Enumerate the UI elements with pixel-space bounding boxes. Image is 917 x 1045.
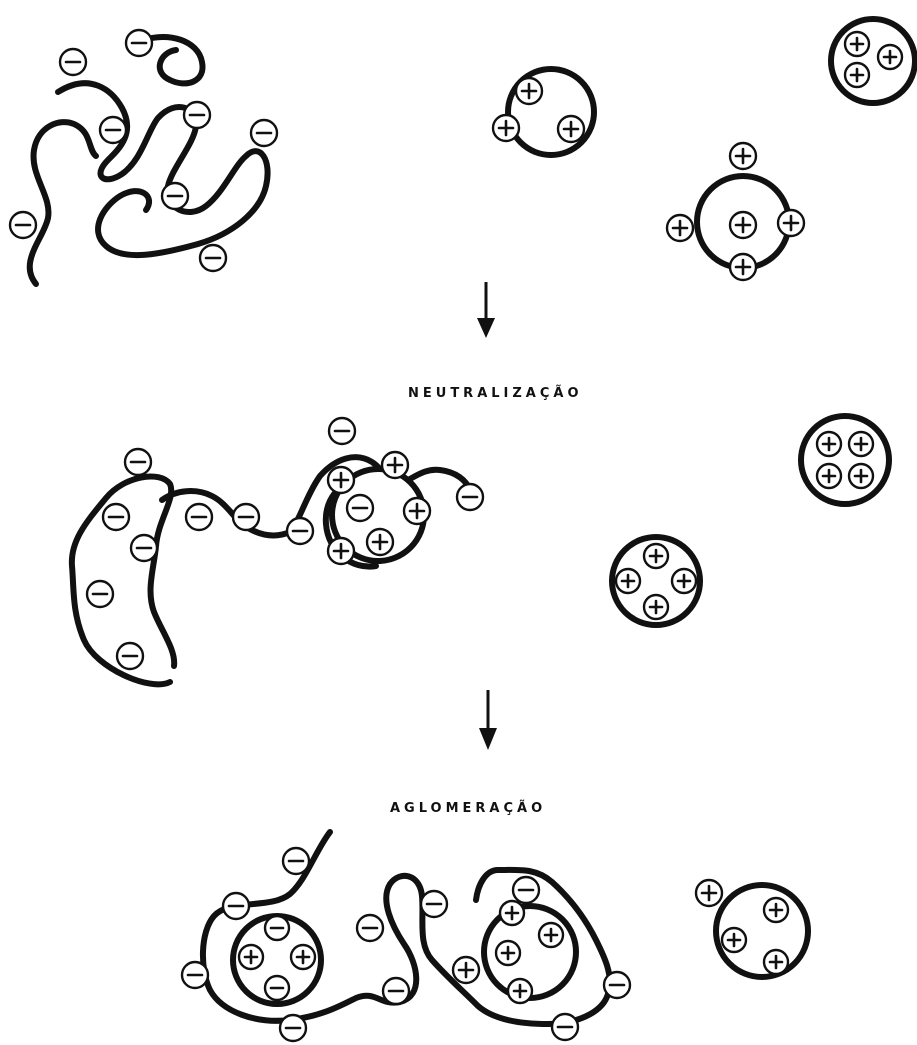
charge-positive	[778, 210, 804, 236]
stage-label-neutralizacao: NEUTRALIZAÇÃO	[408, 386, 583, 401]
charge-positive	[367, 529, 393, 555]
charge-positive	[516, 78, 542, 104]
charge-positive	[644, 595, 668, 619]
charge-negative	[383, 978, 409, 1004]
charge-negative	[184, 102, 210, 128]
charge-negative	[223, 893, 249, 919]
charge-positive	[496, 941, 520, 965]
charge-positive	[730, 254, 756, 280]
stage-neutralizacao	[72, 416, 889, 684]
charge-positive	[722, 928, 746, 952]
charge-positive	[644, 544, 668, 568]
charge-positive	[817, 432, 841, 456]
charge-negative	[103, 504, 129, 530]
charge-negative	[131, 535, 157, 561]
charge-positive	[453, 957, 479, 983]
charge-negative	[265, 976, 289, 1000]
charge-positive	[696, 880, 722, 906]
charge-negative	[347, 495, 373, 521]
charge-positive	[730, 212, 756, 238]
charge-negative	[182, 962, 208, 988]
charge-negative	[126, 30, 152, 56]
charge-negative	[251, 120, 277, 146]
stage-aglomeracao	[182, 832, 808, 1041]
process-arrow-2	[479, 690, 497, 750]
charge-positive	[382, 452, 408, 478]
charge-negative	[552, 1014, 578, 1040]
charge-negative	[265, 916, 289, 940]
charge-negative	[280, 1015, 306, 1041]
charge-positive	[239, 945, 263, 969]
charge-positive	[845, 32, 869, 56]
colloid-particle-d	[328, 452, 430, 564]
stage-initial	[10, 19, 915, 284]
charge-positive	[328, 538, 354, 564]
charge-positive	[878, 45, 902, 69]
colloid-particle-h	[484, 901, 576, 1003]
charge-positive	[849, 464, 873, 488]
colloid-particle-a	[493, 69, 594, 155]
charge-negative	[10, 212, 36, 238]
charge-positive	[493, 115, 519, 141]
charge-negative	[87, 581, 113, 607]
colloid-particle-g	[233, 916, 321, 1004]
charge-positive	[558, 116, 584, 142]
charge-positive	[508, 979, 532, 1003]
charge-positive	[667, 215, 693, 241]
charge-negative	[200, 245, 226, 271]
charge-positive	[404, 498, 430, 524]
charge-positive	[730, 143, 756, 169]
charge-positive	[845, 63, 869, 87]
charge-negative	[357, 915, 383, 941]
charge-positive	[539, 923, 563, 947]
colloid-particle-c	[667, 143, 804, 280]
charge-negative	[457, 484, 483, 510]
charge-negative	[162, 183, 188, 209]
charge-positive	[764, 898, 788, 922]
charge-negative	[287, 518, 313, 544]
charge-negative	[283, 848, 309, 874]
charge-negative	[604, 972, 630, 998]
charge-negative	[421, 891, 447, 917]
charge-negative	[329, 418, 355, 444]
charge-negative	[186, 504, 212, 530]
colloid-particle-b	[831, 19, 915, 103]
colloid-particle-f	[612, 537, 700, 625]
charge-positive	[291, 945, 315, 969]
charge-negative	[125, 449, 151, 475]
charge-positive	[616, 569, 640, 593]
charge-negative	[100, 117, 126, 143]
process-arrow-1	[477, 282, 495, 338]
charge-positive	[817, 464, 841, 488]
polymer-chain-1	[30, 37, 268, 284]
charge-positive	[764, 950, 788, 974]
colloid-particle-i	[696, 880, 808, 977]
charge-negative	[60, 49, 86, 75]
charge-negative	[233, 504, 259, 530]
charge-negative	[117, 643, 143, 669]
charge-positive	[500, 901, 524, 925]
charge-positive	[849, 432, 873, 456]
charge-positive	[672, 569, 696, 593]
colloid-particle-e	[801, 416, 889, 504]
charge-positive	[328, 467, 354, 493]
stage-label-aglomeracao: AGLOMERAÇÃO	[390, 801, 546, 816]
charge-negative	[513, 877, 539, 903]
